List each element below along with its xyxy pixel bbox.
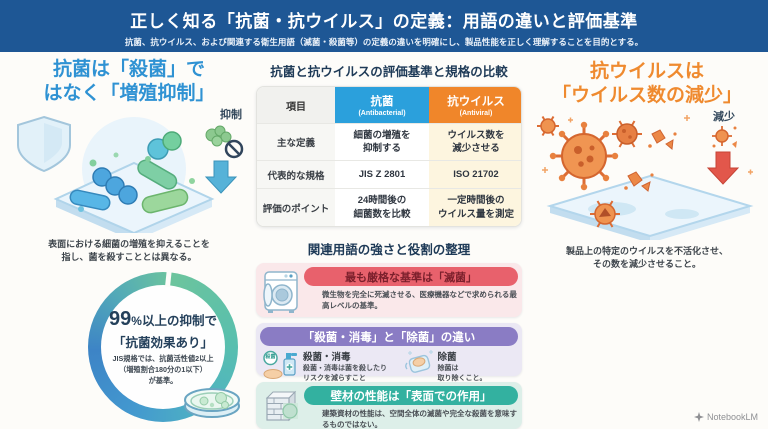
disinfection-label: 殺菌・消毒 (303, 352, 351, 363)
donut-text: 99%以上の抑制で 「抗菌効果あり」 JIS規格では、抗菌活性値2以上 （増殖割… (109, 308, 217, 386)
sanitization-label: 除菌 (437, 352, 457, 363)
wall-material-heading: 壁材の性能は「表面での作用」 (304, 386, 518, 405)
disinfection-card-heading: 「殺菌・消毒」と「除菌」の違い (260, 327, 518, 346)
disinfect-badge: 殺菌 (265, 354, 276, 360)
wall-material-card: 壁材の性能は「表面での作用」 建築資材の性能は、空間全体の滅菌や完全な殺菌を意味… (256, 382, 522, 429)
wall-material-body: 建築資材の性能は、空間全体の滅菌や完全な殺菌を意味するものではない。 (322, 409, 517, 429)
disinfection-item: 殺菌 殺菌・消毒 殺菌・消毒は菌を殺したり リスクを減らすこと (260, 349, 404, 384)
row-label-definition: 主な定義 (257, 123, 335, 160)
brick-wall-icon (265, 390, 298, 422)
page-subtitle: 抗菌、抗ウイルス、および関連する衛生用語（滅菌・殺菌等）の定義の違いを明確にし、… (124, 37, 644, 47)
sterilization-card: 最も厳格な基準は「滅菌」 微生物を完全に死滅させる、医療機器などで求められる最高… (256, 263, 522, 317)
column-header-antibacterial: 抗菌 (Antibacterial) (335, 87, 429, 123)
antiviral-panel-title: 抗ウイルスは 「ウイルス数の減少」 (551, 61, 742, 107)
sanitization-body: 除菌は 取り除くこと。 (437, 365, 487, 382)
decrease-label: 減少 (713, 110, 735, 123)
autoclave-icon (263, 271, 298, 313)
sanitization-item: 除菌 除菌は 取り除くこと。 (404, 349, 518, 384)
disinfection-card: 「殺菌・消毒」と「除菌」の違い (256, 323, 522, 382)
antibacterial-panel: 抗菌は「殺菌」で はなく「増殖抑制」 (6, 56, 252, 422)
terms-section-title: 関連用語の強さと役割の整理 (307, 243, 471, 257)
disinfection-body: 殺菌・消毒は菌を殺したり リスクを減らすこと (303, 365, 387, 382)
virus-surface-illustration: 減少 (532, 111, 762, 243)
table-cell: 一定時間後の ウイルス量を測定 (429, 188, 521, 226)
comparison-panel: 抗菌と抗ウイルスの評価基準と規格の比較 項目 抗菌 (Antibacterial… (254, 58, 524, 429)
table-cell: 細菌の増殖を 抑制する (335, 123, 429, 160)
antibacterial-caption: 表面における細菌の増殖を抑えることを 指し、菌を殺すこととは異なる。 (48, 238, 210, 263)
column-header-antiviral: 抗ウイルス (Antiviral) (429, 87, 521, 123)
donut-hole (101, 284, 225, 409)
inhibit-label: 抑制 (220, 108, 242, 121)
spray-bottle-icon: 殺菌 (262, 349, 300, 379)
donut-percent-value: 99 (109, 308, 132, 331)
wiping-hand-icon (405, 350, 434, 373)
brand-name: NotebookLM (706, 412, 758, 422)
sterilization-card-heading: 最も厳格な基準は「滅菌」 (304, 267, 518, 286)
antibacterial-panel-title: 抗菌は「殺菌」で はなく「増殖抑制」 (43, 59, 215, 105)
table-cell: ISO 21702 (429, 160, 521, 188)
table-cell: JIS Z 2801 (335, 160, 429, 188)
virus-surface-art (537, 114, 754, 243)
notebooklm-icon (693, 412, 704, 422)
comparison-table: 項目 抗菌 (Antibacterial) 抗ウイルス (Antiviral) … (256, 86, 522, 227)
notebooklm-brand: NotebookLM (693, 412, 758, 422)
petri-dish-icon (184, 387, 240, 418)
antibacterial-donut-chart: 99%以上の抑制で 「抗菌効果あり」 JIS規格では、抗菌活性値2以上 （増殖割… (88, 269, 240, 422)
comparison-table-title: 抗菌と抗ウイルスの評価基準と規格の比較 (270, 65, 508, 79)
donut-note: JIS規格では、抗菌活性値2以上 （増殖割合180分の1以下） が基準。 (112, 354, 214, 386)
donut-headline: 「抗菌効果あり」 (112, 336, 213, 351)
table-cell: 24時間後の 細菌数を比較 (335, 188, 429, 226)
table-cell: ウイルス数を 減少させる (429, 123, 521, 160)
sterilization-card-body: 微生物を完全に死滅させる、医療機器などで求められる最高レベルの基準。 (322, 290, 517, 311)
antiviral-caption: 製品上の特定のウイルスを不活化させ、 その数を減少させること。 (565, 245, 728, 270)
bacteria-surface-art (17, 115, 244, 241)
terms-cards: 最も厳格な基準は「滅菌」 微生物を完全に死滅させる、医療機器などで求められる最高… (256, 263, 522, 429)
header-banner: 正しく知る「抗菌・抗ウイルス」の定義：用語の違いと評価基準 抗菌、抗ウイルス、お… (0, 0, 768, 52)
bacteria-surface-illustration: 抑制 (6, 108, 252, 241)
row-label-evaluation: 評価のポイント (257, 188, 335, 226)
page-title: 正しく知る「抗菌・抗ウイルス」の定義：用語の違いと評価基準 (130, 12, 638, 31)
antiviral-panel: 抗ウイルスは 「ウイルス数の減少」 (532, 60, 762, 272)
column-header-item: 項目 (257, 87, 335, 123)
row-label-standard: 代表的な規格 (257, 160, 335, 188)
